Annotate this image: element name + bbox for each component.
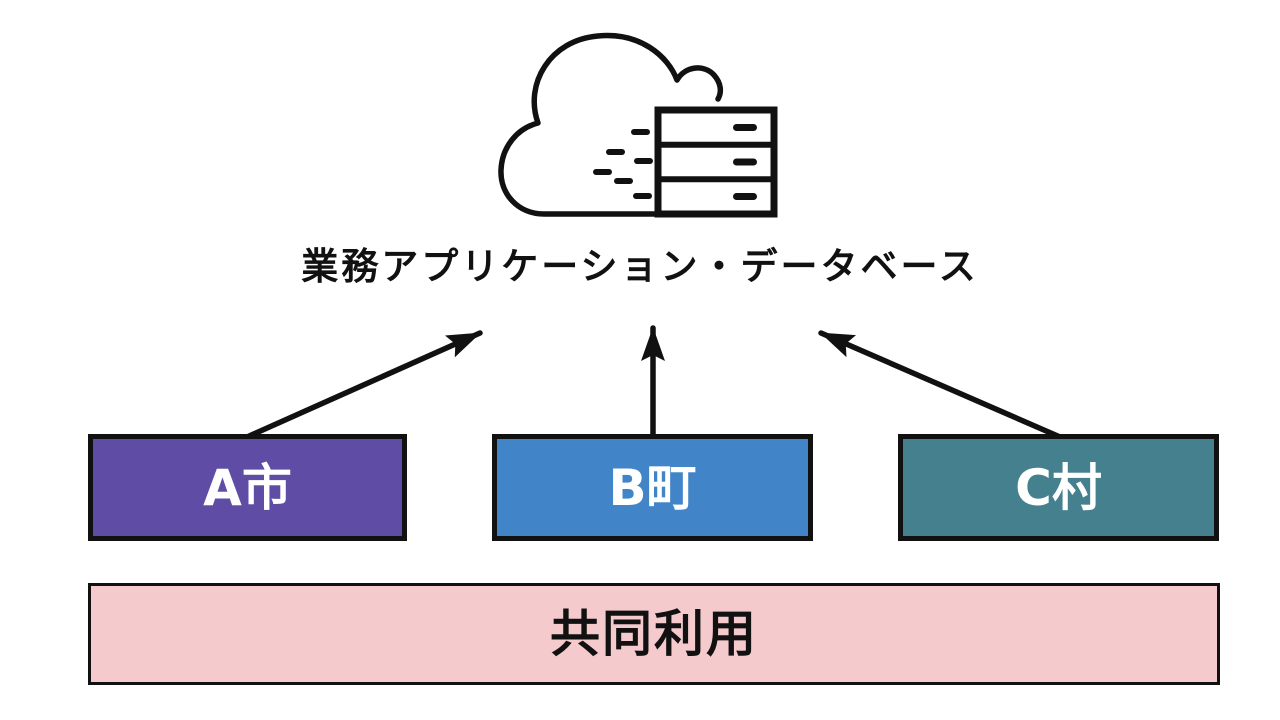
entity-box-c-village: C村 — [898, 434, 1219, 541]
cloud-icon — [498, 32, 724, 217]
entity-label-c-village: C村 — [1015, 458, 1102, 517]
arrow-a-to-cloud — [244, 330, 483, 440]
data-flow-dashes — [593, 129, 653, 199]
entity-label-a-city: A市 — [203, 458, 292, 517]
arrow-c-to-cloud — [818, 330, 1063, 440]
shared-use-bar: 共同利用 — [88, 583, 1220, 685]
shared-use-label: 共同利用 — [550, 605, 758, 663]
entity-box-a-city: A市 — [88, 434, 407, 541]
server-icon — [654, 106, 778, 218]
arrow-lines — [244, 325, 1063, 440]
entity-label-b-town: B町 — [608, 458, 697, 517]
cloud-database-icon — [498, 32, 778, 218]
entity-box-b-town: B町 — [492, 434, 813, 541]
diagram-title: 業務アプリケーション・データベース — [301, 245, 979, 288]
